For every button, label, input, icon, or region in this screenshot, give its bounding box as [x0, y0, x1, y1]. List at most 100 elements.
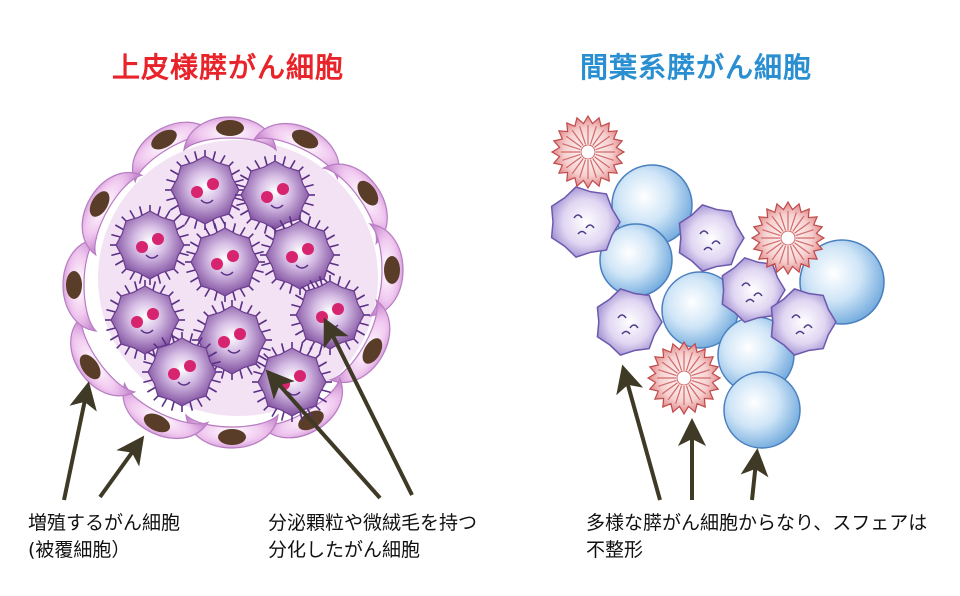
spiky-cell-ray	[685, 385, 693, 404]
differentiated-cell	[192, 300, 272, 380]
spiky-cell-ray	[667, 355, 680, 372]
spiky-cell-ray	[690, 382, 707, 395]
secretory-granule	[234, 328, 246, 340]
secretory-granule	[227, 250, 239, 262]
secretory-granule	[211, 258, 223, 270]
spiky-cell-ray	[795, 229, 814, 237]
spiky-cell-ray	[685, 352, 693, 371]
spiky-cell-ray	[675, 385, 683, 404]
covering-cell-nucleus	[66, 271, 82, 299]
epithelial-title: 上皮様膵がん細胞	[112, 51, 345, 84]
spiky-cell-ray	[592, 158, 605, 175]
spiky-cell-ray	[571, 129, 584, 146]
spiky-cell-ray	[762, 239, 781, 247]
spiky-cell-ray	[565, 156, 582, 169]
secretory-granule	[191, 186, 203, 198]
arrow-mesen-1	[616, 364, 662, 501]
spiky-cell-ray	[675, 352, 683, 371]
covering-cell-body	[81, 172, 144, 257]
covering-cell	[183, 116, 277, 152]
covering-cells-label-line-1: 増殖するがん細胞	[28, 512, 181, 534]
spiky-cell	[646, 340, 722, 416]
secretory-granule	[218, 336, 230, 348]
differentiated-cells-label-line-1: 分泌顆粒や微絨毛を持つ	[268, 512, 478, 534]
differentiated-cell-body	[190, 227, 260, 297]
spiky-cell-ray	[792, 244, 805, 261]
differentiated-cell	[185, 222, 265, 302]
spiky-cell-ray	[771, 244, 784, 261]
secretory-granule	[286, 251, 298, 263]
spiky-cell-ray	[792, 215, 805, 232]
spiky-cell-ray	[789, 245, 797, 264]
covering-cell	[62, 238, 98, 332]
spiky-cell-ray	[589, 159, 597, 178]
covering-cell-nucleus	[218, 429, 246, 445]
differentiated-cell-body	[170, 155, 240, 225]
arrow-covering-2	[98, 435, 145, 499]
secretory-granule	[147, 308, 159, 320]
covering-cell-body	[252, 122, 340, 181]
cell-mark	[177, 381, 191, 386]
wavy-cells	[550, 186, 837, 356]
covering-cell	[122, 381, 210, 440]
spiky-cell-ray	[661, 361, 678, 374]
mesenchymal-title: 間葉系膵がん細胞	[580, 51, 813, 84]
secretory-granule	[261, 191, 273, 203]
secretory-granule	[277, 183, 289, 195]
spiky-cell-ray	[594, 135, 611, 148]
covering-cell-nucleus	[362, 338, 383, 364]
differentiated-cell-body	[240, 160, 310, 230]
differentiated-cell	[252, 342, 332, 422]
wavy-cell-mark	[791, 314, 813, 335]
spiky-cell-ray	[579, 159, 587, 178]
differentiated-cell	[235, 155, 315, 235]
spiky-cell-ray	[571, 158, 584, 175]
covering-cell	[81, 172, 144, 257]
spiky-cell-ray	[661, 382, 678, 395]
cell-mark	[200, 199, 214, 204]
covering-cells-label-line-2: (被覆細胞）	[28, 539, 131, 561]
spiky-cell-ray	[594, 156, 611, 169]
arrow-covering-1	[62, 381, 97, 501]
differentiated-cells-label: 分泌顆粒や微絨毛を持つ 分化したがん細胞	[268, 510, 477, 564]
covering-cell-nucleus	[384, 256, 400, 284]
covering-cell-nucleus	[143, 413, 171, 433]
spiky-cell-ray	[579, 126, 587, 145]
spiky-cell-core	[780, 230, 796, 246]
covering-cell-nucleus	[357, 180, 379, 206]
spiky-cell-ray	[765, 221, 782, 234]
arrows	[62, 317, 769, 501]
spiky-cell-ray	[789, 212, 797, 231]
spiky-cell-ray	[658, 369, 677, 377]
covering-cell-body	[122, 381, 210, 440]
differentiated-cell-body	[295, 280, 365, 350]
cell-mark	[270, 204, 284, 209]
covering-cell-nucleus	[79, 354, 101, 380]
differentiated-cell	[142, 332, 222, 412]
wavy-cell-mark	[617, 314, 639, 335]
spiky-cell-ray	[589, 126, 597, 145]
mesenchymal-cells-label: 多様な膵がん細胞からなり、スフェアは 不整形	[586, 510, 927, 564]
blue-sphere	[723, 371, 801, 449]
covering-cell-nucleus	[151, 129, 177, 150]
cell-mark	[220, 271, 234, 276]
spiky-cell-ray	[762, 229, 781, 237]
secretory-granule	[302, 243, 314, 255]
arrow-diff-1	[265, 369, 382, 500]
wavy-cell	[596, 288, 663, 356]
wavy-cell-body	[678, 204, 745, 272]
differentiated-cell-body	[115, 210, 185, 280]
secretory-granule	[136, 241, 148, 253]
cell-mark	[145, 254, 159, 259]
spiky-cell	[750, 200, 826, 276]
cell-mark	[140, 329, 154, 334]
wavy-cell-mark	[699, 230, 721, 251]
differentiated-cell-body	[110, 285, 180, 355]
arrow-mesen-3	[740, 448, 769, 501]
differentiated-cell	[290, 275, 370, 355]
differentiated-cells-label-line-2: 分化したがん細胞	[268, 539, 421, 561]
spiky-cell-ray	[794, 221, 811, 234]
wavy-cell-mark	[573, 214, 595, 235]
wavy-cell-body	[596, 288, 663, 356]
covering-cell-nucleus	[291, 129, 319, 149]
